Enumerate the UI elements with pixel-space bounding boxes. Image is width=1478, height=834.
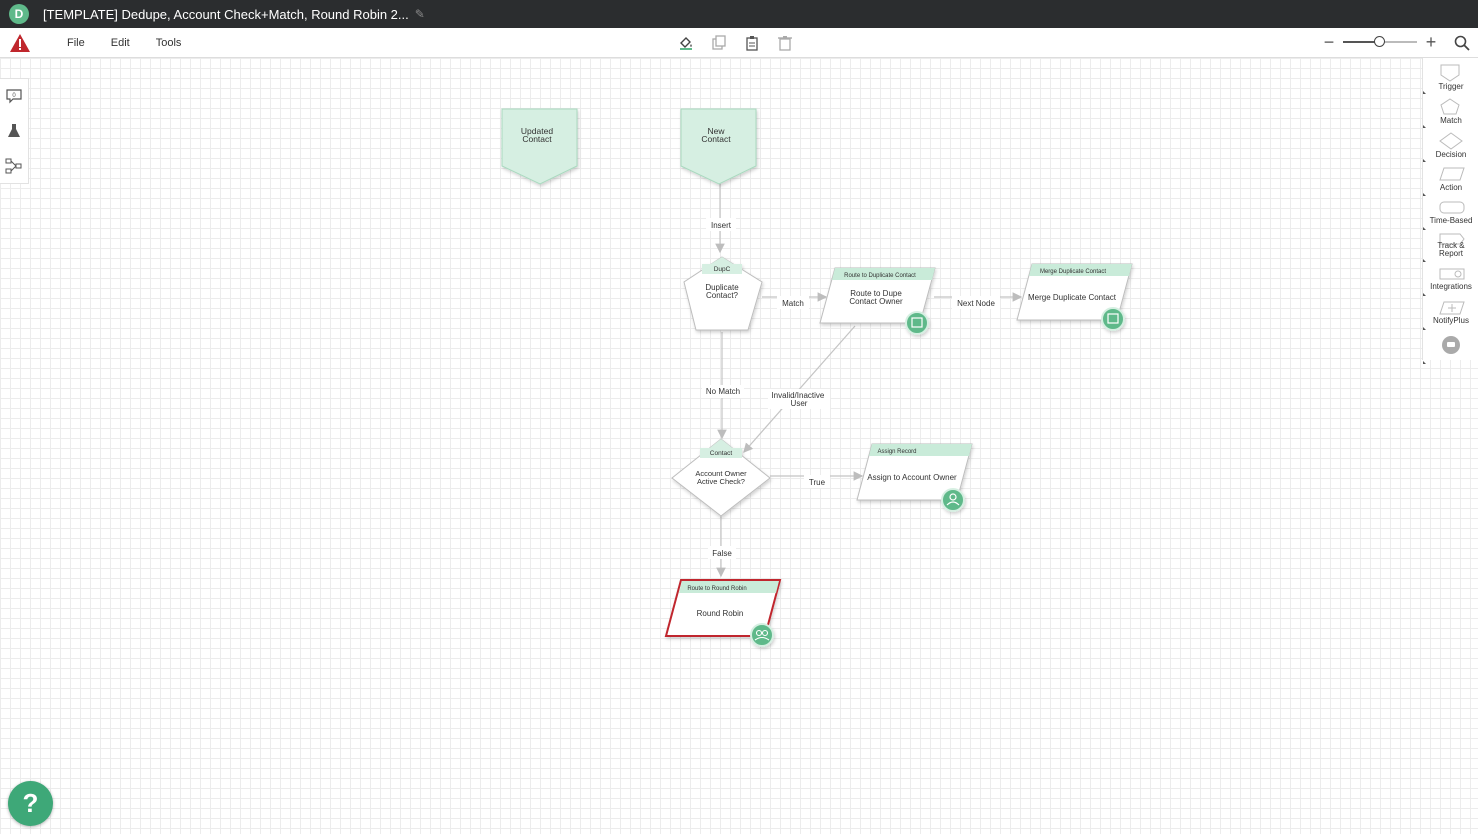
palette-decision-label: Decision [1435, 150, 1467, 159]
edge-insert-label: Insert [711, 221, 732, 230]
flow-canvas[interactable]: Insert Match Next Node No Match Invalid/… [0, 58, 1478, 834]
edge-next-node-label: Next Node [957, 299, 995, 308]
round-robin-label: Round Robin [697, 609, 744, 618]
svg-text:0: 0 [12, 93, 16, 99]
window-title[interactable]: [TEMPLATE] Dedupe, Account Check+Match, … [43, 6, 409, 22]
palette-decision[interactable]: Decision [1423, 128, 1478, 162]
action-route-dupe[interactable]: Route to Duplicate Contact Route to Dupe… [819, 267, 936, 335]
match-node-tag: DupC [714, 266, 731, 273]
route-icon [911, 317, 923, 328]
menu-tools[interactable]: Tools [155, 36, 182, 49]
node-palette: Trigger Match Decision Action Time-Based… [1422, 58, 1478, 364]
action-merge-duplicate[interactable]: Merge Duplicate Contact Merge Duplicate … [1016, 263, 1133, 331]
zoom-out-button[interactable]: − [1323, 32, 1335, 52]
palette-chat[interactable] [1423, 330, 1478, 364]
palette-action-label: Action [1439, 183, 1463, 192]
title-bar: D [TEMPLATE] Dedupe, Account Check+Match… [0, 0, 1478, 28]
assign-header: Assign Record [877, 449, 916, 455]
palette-time-based-label: Time-Based [1429, 216, 1473, 225]
round-robin-icon [755, 629, 763, 637]
edge-false-label: False [712, 549, 732, 558]
test-flask-icon[interactable] [5, 122, 23, 140]
menu-edit[interactable]: Edit [110, 36, 130, 49]
edge-no-match-label: No Match [706, 387, 740, 396]
merge-icon [1107, 313, 1119, 324]
palette-time-based[interactable]: Time-Based [1423, 196, 1478, 230]
edge-true[interactable]: True [770, 471, 864, 488]
palette-trigger[interactable]: Trigger [1423, 60, 1478, 94]
edit-title-icon[interactable]: ✎ [414, 7, 425, 21]
palette-integrations-label: Integrations [1430, 282, 1472, 291]
palette-track-report[interactable]: Track & Report [1423, 228, 1478, 262]
zoom-in-button[interactable]: + [1425, 32, 1437, 52]
search-icon[interactable] [1453, 34, 1471, 52]
edge-next-node[interactable]: Next Node [934, 292, 1023, 309]
assign-person-icon [949, 493, 957, 501]
edge-match-label: Match [782, 299, 804, 308]
palette-match[interactable]: Match [1423, 94, 1478, 128]
palette-match-label: Match [1440, 116, 1462, 125]
round-robin-header: Route to Round Robin [687, 586, 746, 592]
menu-file[interactable]: File [67, 36, 85, 49]
zoom-slider-fill [1343, 41, 1379, 43]
fill-icon[interactable] [677, 34, 695, 52]
edge-true-label: True [809, 478, 826, 487]
assign-label: Assign to Account Owner [867, 473, 957, 482]
app-logo[interactable]: D [9, 4, 29, 24]
copy-icon[interactable] [710, 34, 728, 52]
edge-insert[interactable]: Insert [706, 184, 736, 254]
edge-match[interactable]: Match [762, 292, 828, 309]
comments-icon[interactable]: 0 [5, 87, 23, 105]
merge-header: Merge Duplicate Contact [1040, 269, 1106, 275]
trash-icon[interactable] [776, 34, 794, 52]
edge-invalid-label-text: Invalid/Inactive [771, 391, 824, 400]
warning-icon[interactable] [0, 28, 40, 57]
edge-invalid-label: Invalid/Inactive User [771, 391, 826, 408]
zoom-slider-handle[interactable] [1374, 36, 1385, 47]
flow-structure-icon[interactable] [5, 157, 23, 175]
palette-integrations[interactable]: Integrations [1423, 262, 1478, 296]
edge-false[interactable]: False [708, 515, 736, 578]
action-round-robin[interactable]: Route to Round Robin Round Robin [664, 579, 782, 647]
action-assign-record[interactable]: Assign Record Assign to Account Owner [856, 443, 973, 512]
edge-no-match[interactable]: No Match [702, 332, 744, 440]
palette-trigger-label: Trigger [1438, 82, 1464, 91]
route-dupe-header: Route to Duplicate Contact [844, 273, 916, 279]
decision-tag: Contact [710, 450, 733, 457]
merge-label: Merge Duplicate Contact [1028, 293, 1117, 302]
help-button[interactable]: ? [8, 781, 53, 826]
palette-notifyplus[interactable]: NotifyPlus [1423, 296, 1478, 330]
palette-track-report-label: Track & Report [1437, 241, 1465, 258]
left-toolbar: 0 [0, 78, 29, 184]
palette-notifyplus-label: NotifyPlus [1432, 316, 1469, 325]
clipboard-icon[interactable] [743, 34, 761, 52]
palette-action[interactable]: Action [1423, 162, 1478, 196]
edge-invalid-user[interactable]: Invalid/Inactive User [743, 325, 856, 453]
menu-bar: File Edit Tools [0, 28, 1478, 58]
